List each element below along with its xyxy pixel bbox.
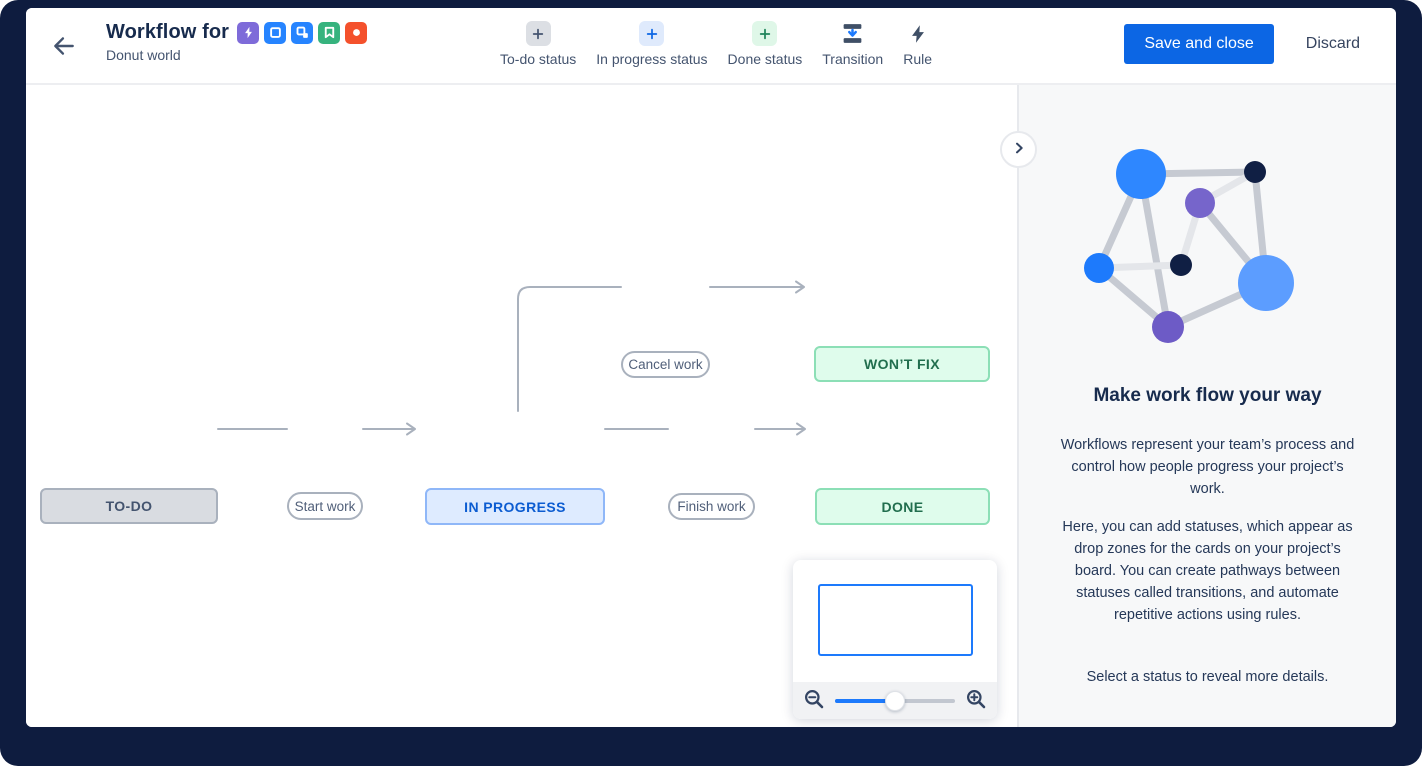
- chevron-right-icon: [1011, 140, 1027, 159]
- discard-button[interactable]: Discard: [1288, 24, 1378, 64]
- panel-paragraph: Select a status to reveal more details.: [1086, 669, 1329, 685]
- add-in-progress-status-button[interactable]: In progress status: [596, 21, 708, 67]
- zoom-slider[interactable]: [835, 691, 955, 711]
- page-title: Workflow for: [106, 21, 230, 43]
- save-and-close-button[interactable]: Save and close: [1124, 24, 1274, 64]
- editor-header: Workflow for: [26, 8, 1396, 85]
- workflow-editor-window: Workflow for: [26, 8, 1396, 727]
- add-transition-button[interactable]: Transition: [822, 21, 883, 67]
- panel-paragraph: Here, you can add statuses, which appear…: [1062, 519, 1353, 623]
- tool-label: In progress status: [596, 51, 708, 67]
- details-panel: Make work flow your way Workflows repres…: [1000, 85, 1396, 727]
- transition-finish-work[interactable]: Finish work: [668, 493, 755, 520]
- bug-icon: [345, 21, 368, 44]
- minimap-zoom-bar: [793, 682, 997, 719]
- epic-icon: [237, 21, 260, 44]
- tool-label: To-do status: [500, 51, 577, 67]
- plus-blue-icon: [639, 21, 665, 46]
- title-block: Workflow for: [106, 21, 368, 63]
- back-button[interactable]: [50, 33, 78, 61]
- panel-heading: Make work flow your way: [1093, 385, 1322, 406]
- add-done-status-button[interactable]: Done status: [727, 21, 803, 67]
- transition-start-work[interactable]: Start work: [287, 492, 363, 520]
- panel-paragraph: Workflows represent your team’s process …: [1060, 437, 1355, 497]
- workflow-network-illustration: [1084, 149, 1294, 343]
- add-todo-status-button[interactable]: To-do status: [500, 21, 576, 67]
- project-name: Donut world: [106, 47, 181, 63]
- task-icon: [264, 21, 287, 44]
- collapse-panel-button[interactable]: [1000, 131, 1037, 168]
- minimap-viewport[interactable]: [818, 584, 973, 656]
- tool-label: Done status: [727, 51, 803, 67]
- zoom-slider-thumb[interactable]: [885, 691, 905, 711]
- lightning-bolt-icon: [905, 21, 930, 46]
- plus-green-icon: [752, 21, 778, 46]
- add-rule-button[interactable]: Rule: [903, 21, 932, 67]
- zoom-slider-fill: [835, 699, 887, 703]
- header-actions: Save and close Discard: [1124, 24, 1378, 64]
- tool-label: Rule: [903, 51, 933, 67]
- issue-type-icons: [237, 21, 368, 44]
- magnifier-minus-icon: [803, 688, 825, 713]
- status-node-todo[interactable]: TO-DO: [40, 488, 218, 524]
- workflow-canvas[interactable]: TO-DO IN PROGRESS DONE WON’T FIX Start w…: [26, 85, 1017, 727]
- zoom-out-button[interactable]: [802, 689, 826, 713]
- magnifier-plus-icon: [965, 688, 987, 713]
- tool-label: Transition: [822, 51, 884, 67]
- minimap: [793, 560, 997, 719]
- subtask-icon: [291, 21, 314, 44]
- status-node-wont-fix[interactable]: WON’T FIX: [814, 346, 990, 382]
- arrow-left-icon: [51, 37, 77, 62]
- transition-cancel-work[interactable]: Cancel work: [621, 351, 710, 378]
- status-toolbar: To-do status In progress status Done sta…: [500, 21, 932, 67]
- story-icon: [318, 21, 341, 44]
- plus-gray-icon: [525, 21, 551, 46]
- transition-icon: [840, 21, 865, 46]
- zoom-in-button[interactable]: [964, 689, 988, 713]
- status-node-done[interactable]: DONE: [815, 488, 990, 525]
- status-node-in-progress[interactable]: IN PROGRESS: [425, 488, 605, 525]
